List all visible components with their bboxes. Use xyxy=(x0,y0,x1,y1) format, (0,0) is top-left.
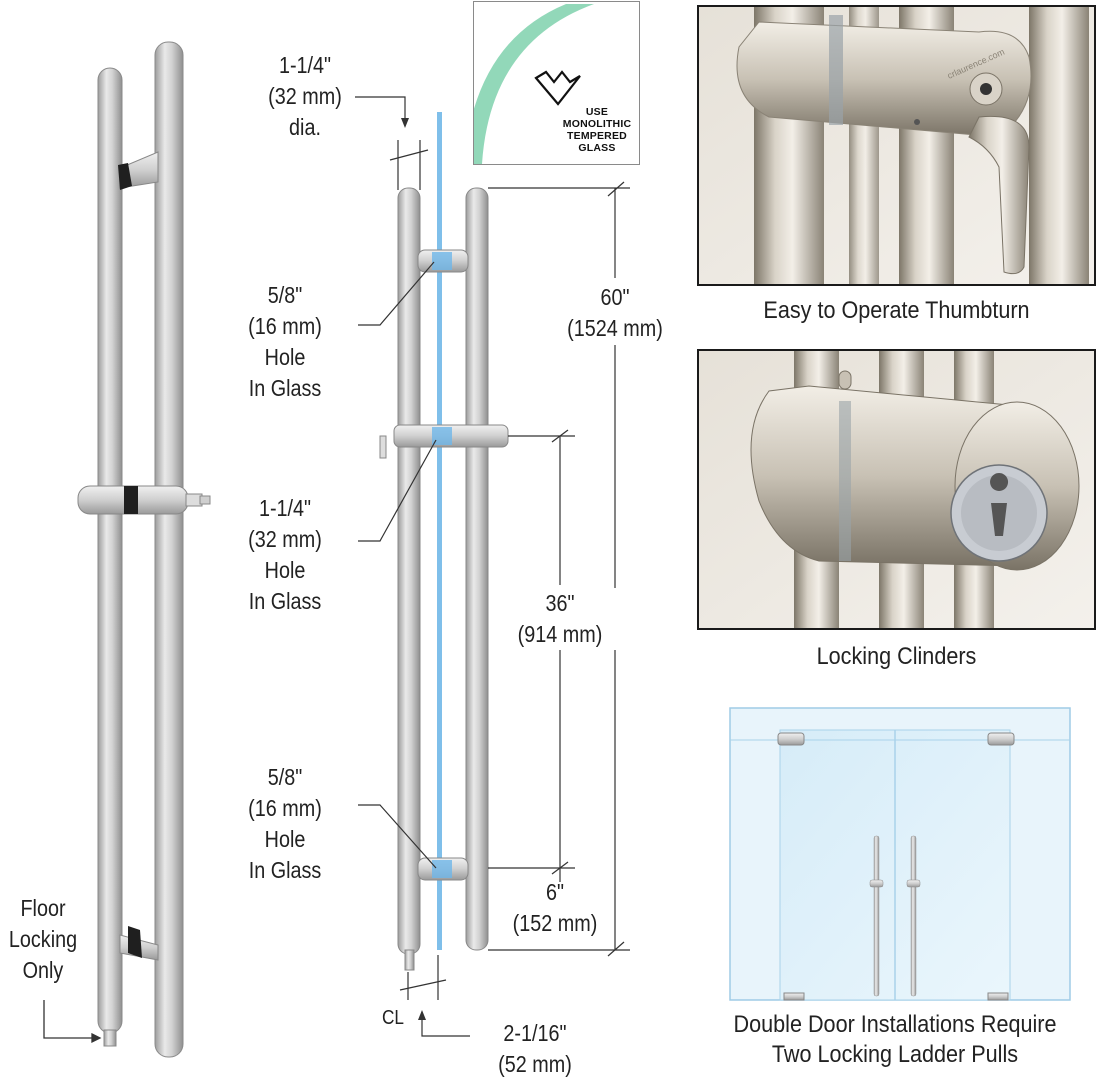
offset-label: 2-1/16" (52 mm) xyxy=(498,1020,572,1077)
center-pull-rod-right xyxy=(465,187,489,951)
warning-text: USE MONOLITHIC TEMPERED GLASS xyxy=(562,106,632,154)
left-pull-rod-inner xyxy=(97,67,123,1034)
floor-locking-arrow xyxy=(43,1000,102,1044)
left-standoff-bottom xyxy=(119,926,159,961)
center-lock-housing xyxy=(379,424,509,459)
thumbturn-lever-icon xyxy=(968,115,1030,275)
left-floor-bolt xyxy=(103,1029,117,1047)
left-pull-rod-outer xyxy=(154,41,184,1058)
thumbturn-caption: Easy to Operate Thumbturn xyxy=(763,297,1030,324)
height-36-label: 36" (914 mm) xyxy=(495,588,625,650)
floor-locking-label: Floor Locking Only xyxy=(8,895,78,983)
thumbturn-photo: crlaurence.com xyxy=(697,5,1096,286)
glass-curve-graphic xyxy=(474,4,594,164)
left-standoff-top xyxy=(118,151,159,190)
hole-top-label: 5/8" (16 mm) Hole In Glass xyxy=(248,282,322,401)
center-standoff-bottom xyxy=(417,857,469,881)
hole-bottom-label: 5/8" (16 mm) Hole In Glass xyxy=(248,764,322,883)
hole-mid-label: 1-1/4" (32 mm) Hole In Glass xyxy=(248,495,322,614)
locking-cylinders-photo xyxy=(697,349,1096,630)
keyhole-icon xyxy=(990,473,1009,536)
double-door-illustration xyxy=(729,707,1071,1001)
diameter-label: 1-1/4" (32 mm) dia. xyxy=(268,52,342,140)
left-lock-body xyxy=(77,485,211,515)
center-pull-rod-left xyxy=(397,187,421,971)
glass-pane-edge xyxy=(437,112,442,950)
height-60-label: 60" (1524 mm) xyxy=(550,282,680,344)
center-standoff-top xyxy=(417,249,469,273)
double-door-caption: Double Door Installations Require Two Lo… xyxy=(733,1011,1057,1068)
dimension-arrowheads xyxy=(401,118,426,1020)
height-6-label: 6" (152 mm) xyxy=(512,879,598,936)
centerline-label: CL xyxy=(381,1007,404,1029)
cylinders-caption: Locking Clinders xyxy=(816,643,977,670)
key-cylinder-icon xyxy=(980,83,992,95)
warning-symbol-icon xyxy=(534,70,581,106)
tempered-glass-warning: USE MONOLITHIC TEMPERED GLASS xyxy=(473,1,640,165)
